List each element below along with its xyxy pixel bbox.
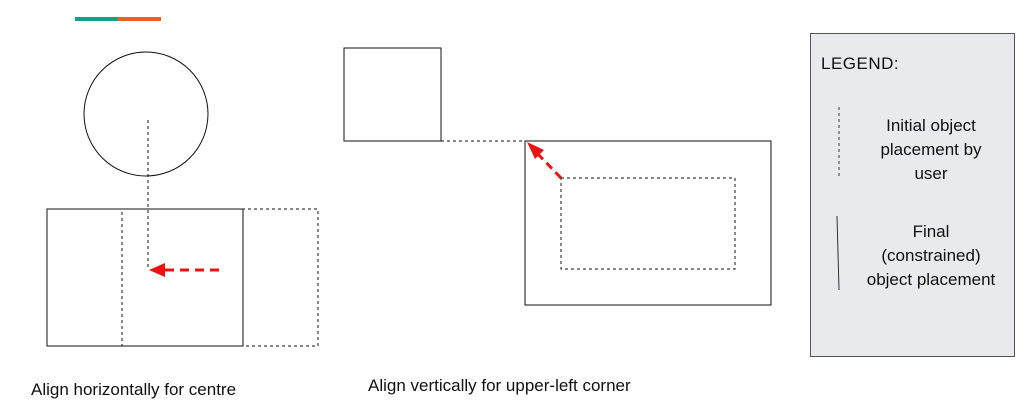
move-arrow-right <box>534 150 563 180</box>
initial-rect-left <box>121 208 319 347</box>
caption-right: Align vertically for upper-left corner <box>368 376 631 395</box>
move-arrow-right-head <box>527 142 544 159</box>
move-arrow-left-head <box>149 263 165 277</box>
legend-solid-sample <box>836 215 840 291</box>
initial-rect-right <box>560 177 736 270</box>
legend-final-label: Final (constrained) object placement <box>866 222 996 289</box>
legend-samples <box>836 107 840 291</box>
legend-title: LEGEND: <box>821 54 900 73</box>
reference-circle <box>83 51 209 177</box>
legend-box: LEGEND: Initial object placement by user… <box>810 33 1015 357</box>
final-rect-left <box>46 208 244 347</box>
caption-left: Align horizontally for centre <box>31 380 237 399</box>
legend-initial-label: Initial object placement by user <box>880 116 982 183</box>
final-rect-right <box>524 140 772 306</box>
reference-square <box>343 47 442 142</box>
